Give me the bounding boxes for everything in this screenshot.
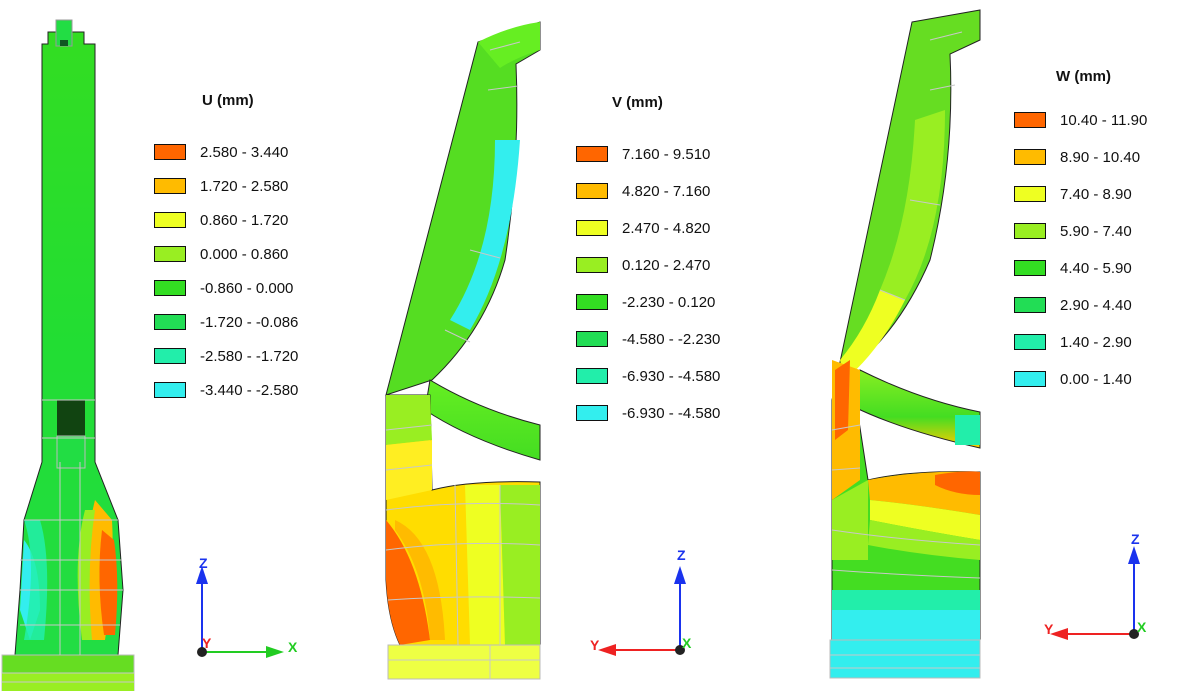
mesh-u-dark-band [57, 400, 85, 438]
legend-u-title: U (mm) [202, 92, 254, 109]
legend-entry: 0.00 - 1.40 [1014, 369, 1132, 389]
legend-entry: 5.90 - 7.40 [1014, 221, 1132, 241]
color-swatch [576, 331, 608, 347]
color-swatch [576, 405, 608, 421]
color-swatch [576, 294, 608, 310]
legend-entry: 2.470 - 4.820 [576, 218, 710, 238]
color-swatch [154, 280, 186, 296]
color-swatch [154, 144, 186, 160]
color-swatch [154, 178, 186, 194]
legend-entry: 0.120 - 2.470 [576, 255, 710, 275]
mesh-v-curved-wall [385, 21, 541, 396]
color-swatch [1014, 112, 1046, 128]
legend-entry: 0.860 - 1.720 [154, 210, 288, 230]
color-swatch [576, 257, 608, 273]
legend-range-label: -2.580 - -1.720 [200, 347, 299, 365]
legend-entry: 7.40 - 8.90 [1014, 184, 1132, 204]
legend-entry: -1.720 - -0.086 [154, 312, 298, 332]
legend-entry: 4.40 - 5.90 [1014, 258, 1132, 278]
color-swatch [154, 246, 186, 262]
legend-range-label: 2.470 - 4.820 [622, 219, 711, 237]
legend-range-label: -3.440 - -2.580 [200, 381, 299, 399]
mesh-w-contour-red [835, 360, 850, 440]
legend-range-label: -6.930 - -4.580 [622, 367, 721, 385]
legend-entry: 0.000 - 0.860 [154, 244, 288, 264]
mesh-w-contour-cyan [832, 610, 980, 640]
legend-entry: 10.40 - 11.90 [1014, 110, 1147, 130]
mesh-w-base [829, 639, 981, 679]
color-swatch [1014, 297, 1046, 313]
color-swatch [576, 220, 608, 236]
legend-entry: 8.90 - 10.40 [1014, 147, 1140, 167]
legend-range-label: 1.720 - 2.580 [200, 177, 289, 195]
legend-entry: 4.820 - 7.160 [576, 181, 710, 201]
color-swatch [576, 146, 608, 162]
legend-entry: 1.720 - 2.580 [154, 176, 288, 196]
color-swatch [576, 368, 608, 384]
mesh-v-inner-arch [424, 379, 541, 461]
legend-range-label: -1.720 - -0.086 [200, 313, 299, 331]
mesh-u-displacement [1, 19, 135, 691]
legend-range-label: 10.40 - 11.90 [1060, 111, 1148, 129]
color-swatch [1014, 149, 1046, 165]
legend-entry: -0.860 - 0.000 [154, 278, 293, 298]
color-swatch [154, 212, 186, 228]
color-swatch [1014, 334, 1046, 350]
color-swatch [576, 183, 608, 199]
legend-range-label: 2.90 - 4.40 [1060, 296, 1132, 314]
color-swatch [154, 314, 186, 330]
legend-entry: 7.160 - 9.510 [576, 144, 710, 164]
mesh-v-displacement [385, 21, 541, 680]
legend-entry: -4.580 - -2.230 [576, 329, 720, 349]
legend-entry: 1.40 - 2.90 [1014, 332, 1132, 352]
legend-range-label: -2.230 - 0.120 [622, 293, 716, 311]
legend-range-label: -4.580 - -2.230 [622, 330, 721, 348]
color-swatch [154, 348, 186, 364]
legend-entry: 2.90 - 4.40 [1014, 295, 1132, 315]
legend-range-label: 4.40 - 5.90 [1060, 259, 1132, 277]
legend-range-label: 0.000 - 0.860 [200, 245, 289, 263]
legend-range-label: 8.90 - 10.40 [1060, 148, 1141, 166]
color-swatch [1014, 223, 1046, 239]
legend-range-label: 0.860 - 1.720 [200, 211, 289, 229]
legend-range-label: 4.820 - 7.160 [622, 182, 711, 200]
color-swatch [154, 382, 186, 398]
legend-w-title: W (mm) [1056, 68, 1111, 85]
mesh-w-displacement [829, 9, 981, 679]
legend-range-label: 7.40 - 8.90 [1060, 185, 1132, 203]
legend-range-label: 7.160 - 9.510 [622, 145, 711, 163]
legend-entry: -2.580 - -1.720 [154, 346, 298, 366]
mesh-v-contour-red [386, 520, 430, 645]
legend-entry: -3.440 - -2.580 [154, 380, 298, 400]
legend-range-label: 1.40 - 2.90 [1060, 333, 1132, 351]
legend-v-title: V (mm) [612, 94, 663, 111]
legend-range-label: -0.860 - 0.000 [200, 279, 294, 297]
legend-entry: -6.930 - -4.580 [576, 366, 720, 386]
color-swatch [1014, 260, 1046, 276]
mesh-w-inner-arch [849, 369, 981, 449]
color-swatch [1014, 186, 1046, 202]
legend-entry: -2.230 - 0.120 [576, 292, 715, 312]
color-swatch [1014, 371, 1046, 387]
legend-range-label: 2.580 - 3.440 [200, 143, 289, 161]
legend-entry: 2.580 - 3.440 [154, 142, 288, 162]
mesh-v-contour-cyan [450, 140, 520, 330]
legend-range-label: -6.930 - -4.580 [622, 404, 721, 422]
legend-range-label: 5.90 - 7.40 [1060, 222, 1132, 240]
legend-entry: -6.930 - -4.580 [576, 403, 720, 423]
legend-range-label: 0.00 - 1.40 [1060, 370, 1132, 388]
legend-range-label: 0.120 - 2.470 [622, 256, 711, 274]
mesh-v-base [387, 644, 541, 680]
